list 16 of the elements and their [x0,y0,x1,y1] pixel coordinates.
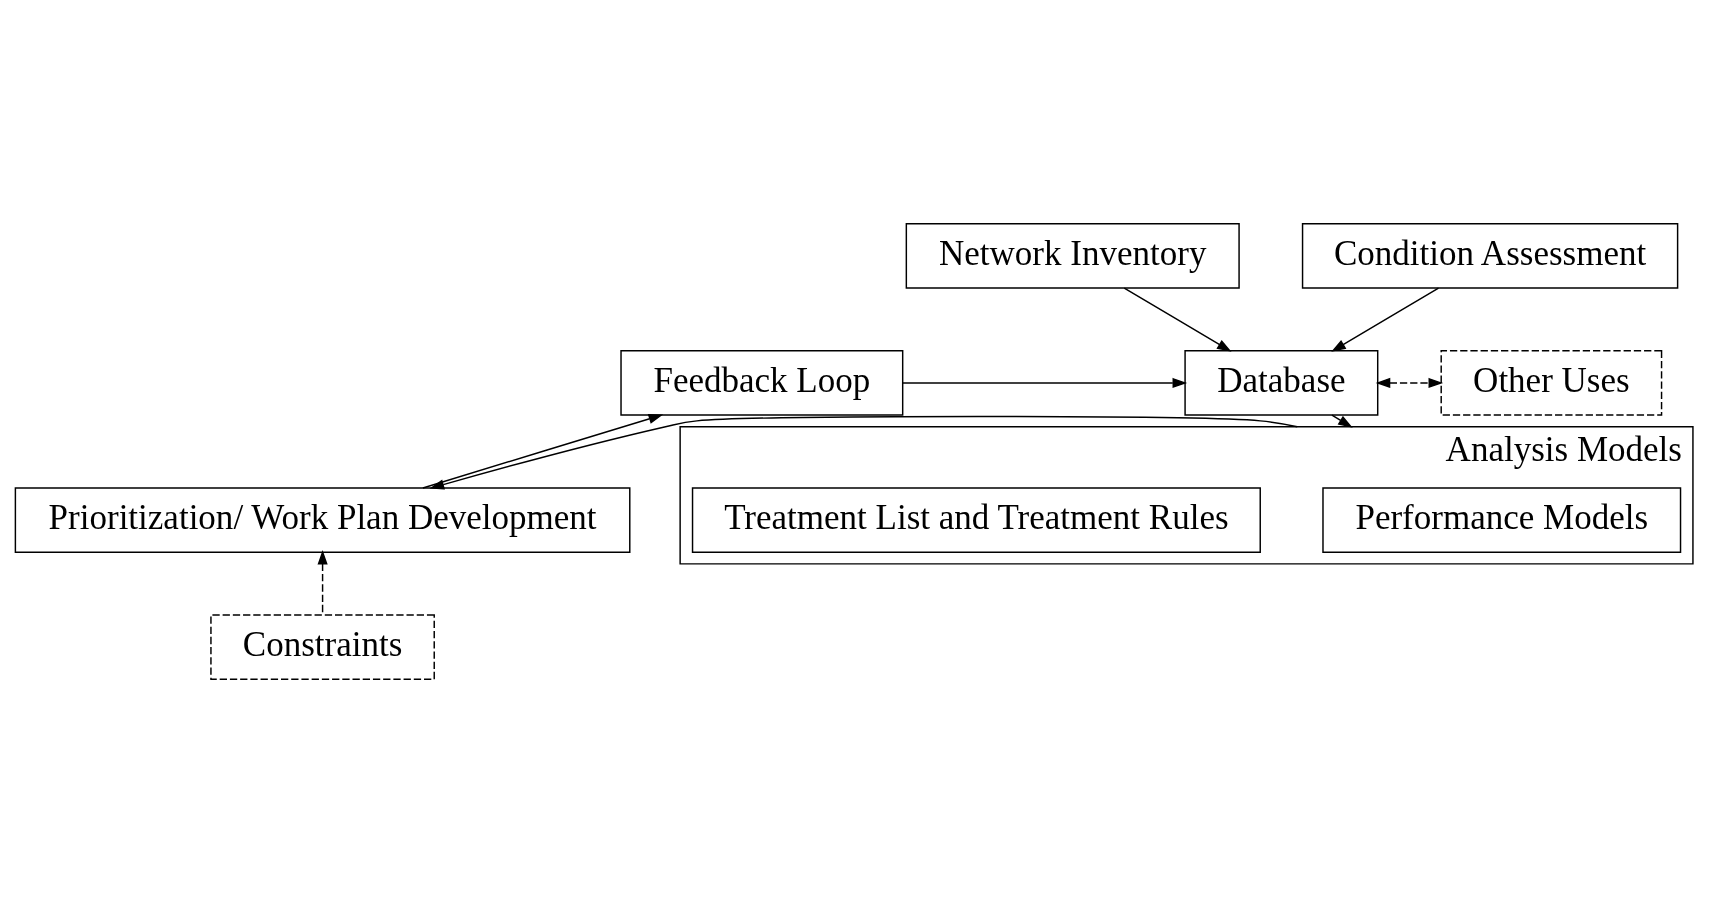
node-box: Network Inventory [905,222,1240,289]
arrow [429,415,1298,489]
arrow [902,377,1188,388]
node-box: Performance Models [1322,486,1682,553]
node-box: Prioritization/ Work Plan Development [14,486,631,553]
arrow [1375,377,1444,388]
arrow [422,413,664,489]
node-box: Other Uses [1440,349,1663,416]
node-box: Feedback Loop [620,349,904,416]
arrow [1331,413,1353,428]
arrow [1331,286,1440,352]
node-box: Condition Assessment [1301,222,1679,289]
node-box: Treatment List and Treatment Rules [691,486,1261,553]
node-box: Database [1184,349,1379,416]
arrow [1123,286,1232,352]
node-box: Constraints [210,613,435,680]
